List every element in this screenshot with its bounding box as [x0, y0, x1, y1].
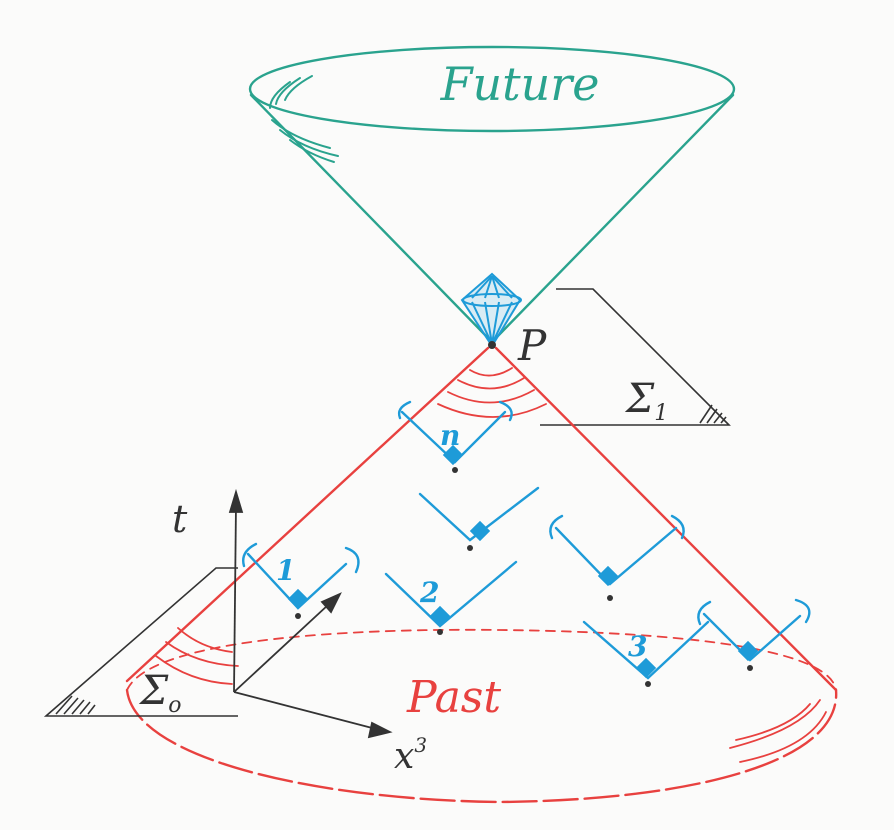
x3-superscript: 3	[414, 733, 427, 757]
sigma0-hatch	[55, 695, 96, 715]
sigma0-plane	[43, 567, 238, 717]
past-cone-left-shading	[155, 627, 239, 685]
event-p-label: P	[517, 321, 547, 370]
sigma0-subscript: o	[168, 693, 181, 718]
past-label: Past	[406, 672, 501, 723]
x3-base: x	[394, 736, 414, 777]
observer-middle	[418, 486, 540, 551]
sigma1-plane	[540, 288, 731, 426]
past-cone-right-shading	[729, 699, 827, 763]
observer-right	[549, 514, 685, 601]
future-label: Future	[440, 57, 600, 111]
sigma1-subscript: 1	[654, 401, 668, 426]
depth-axis-arrowhead	[320, 592, 342, 614]
observer-3	[582, 620, 710, 687]
future-cone-rim	[248, 45, 736, 133]
sigma1-hatch	[699, 404, 727, 424]
past-cone-apex-shading	[437, 367, 547, 418]
depth-axis	[233, 604, 329, 693]
event-p-small-cones	[460, 272, 522, 348]
future-cone-left-edge	[249, 93, 492, 342]
past-cone-rim-front	[125, 688, 838, 804]
x3-axis-label: x3	[394, 733, 427, 777]
observer-n	[397, 400, 513, 473]
past-cone-right-edge	[494, 346, 838, 692]
t-axis-arrowhead	[228, 488, 244, 513]
future-cone	[248, 45, 736, 342]
observer-n-label: n	[440, 419, 460, 452]
x3-axis	[233, 691, 377, 730]
sigma0-letter: Σ	[138, 668, 169, 714]
x3-axis-arrowhead	[367, 721, 393, 739]
observer-2	[384, 560, 518, 635]
past-cone-left-edge	[125, 346, 490, 683]
past-cone-rim-back	[126, 628, 837, 691]
sigma1-letter: Σ	[624, 376, 655, 422]
sigma1-label: Σ1	[624, 376, 668, 426]
sigma0-label: Σo	[138, 668, 182, 718]
observer-far-right	[697, 598, 811, 671]
event-p-point	[488, 341, 496, 349]
coordinate-axes	[228, 488, 393, 739]
t-axis	[233, 503, 237, 693]
observer-3-label: 3	[628, 630, 647, 663]
observer-1	[242, 542, 360, 619]
t-axis-label: t	[172, 497, 188, 541]
future-cone-right-edge	[492, 93, 735, 342]
observer-1-label: 1	[276, 554, 295, 587]
observer-2-label: 2	[419, 576, 439, 609]
future-cone-shading	[269, 75, 339, 163]
past-cone	[125, 346, 838, 804]
